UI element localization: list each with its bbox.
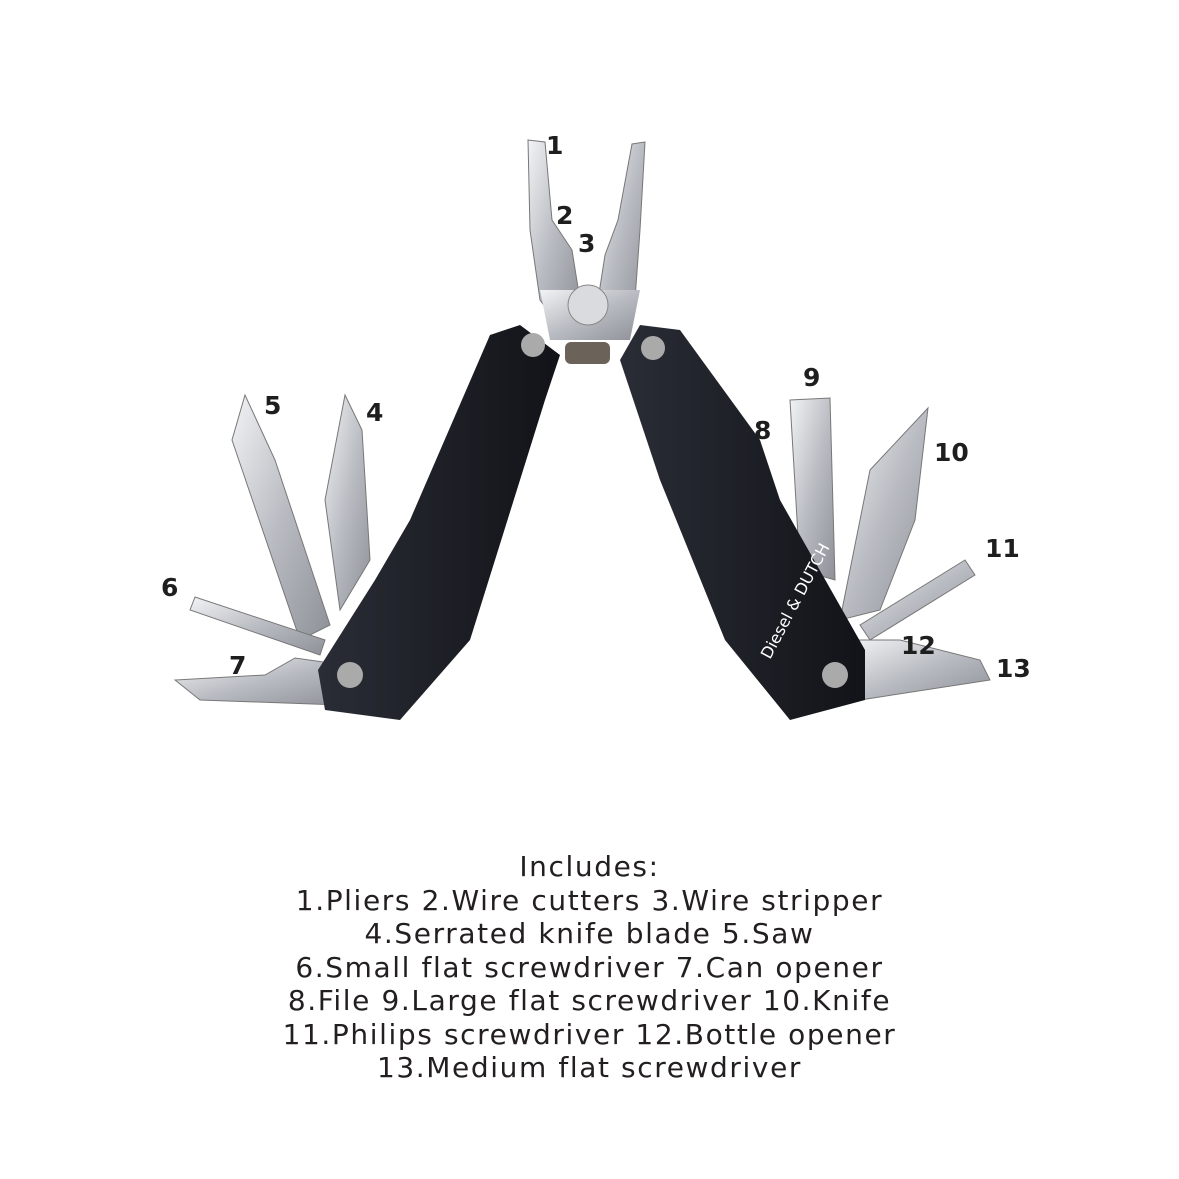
left-handle	[318, 325, 560, 720]
right-tools	[789, 397, 991, 701]
callouts: 1 2 3 4 5 6 7 8 9 10 11 12 13	[161, 131, 1031, 683]
left-tools	[173, 393, 371, 706]
caption-line: 4.Serrated knife blade 5.Saw	[364, 917, 815, 950]
includes-caption: Includes: 1.Pliers 2.Wire cutters 3.Wire…	[0, 850, 1179, 1085]
pliers-jaws	[527, 139, 646, 364]
caption-line: 1.Pliers 2.Wire cutters 3.Wire stripper	[295, 883, 884, 917]
callout-3: 3	[578, 229, 595, 258]
callout-11: 11	[985, 534, 1020, 563]
callout-4: 4	[366, 398, 383, 427]
callout-2: 2	[556, 201, 573, 230]
caption-heading: Includes:	[519, 850, 660, 883]
callout-1: 1	[546, 131, 563, 160]
right-handle: Diesel & DUTCH	[620, 325, 865, 720]
callout-10: 10	[934, 438, 969, 467]
caption-line: 6.Small flat screwdriver 7.Can opener	[295, 950, 884, 984]
caption-line: 11.Philips screwdriver 12.Bottle opener	[282, 1017, 897, 1051]
callout-9: 9	[803, 363, 820, 392]
callout-12: 12	[901, 631, 936, 660]
callout-5: 5	[264, 391, 281, 420]
callout-8: 8	[754, 416, 771, 445]
caption-line: 8.File 9.Large flat screwdriver 10.Knife	[287, 984, 892, 1017]
callout-13: 13	[996, 654, 1031, 683]
callout-6: 6	[161, 573, 178, 602]
callout-7: 7	[229, 651, 246, 680]
caption-line: 13.Medium flat screwdriver	[376, 1051, 803, 1084]
